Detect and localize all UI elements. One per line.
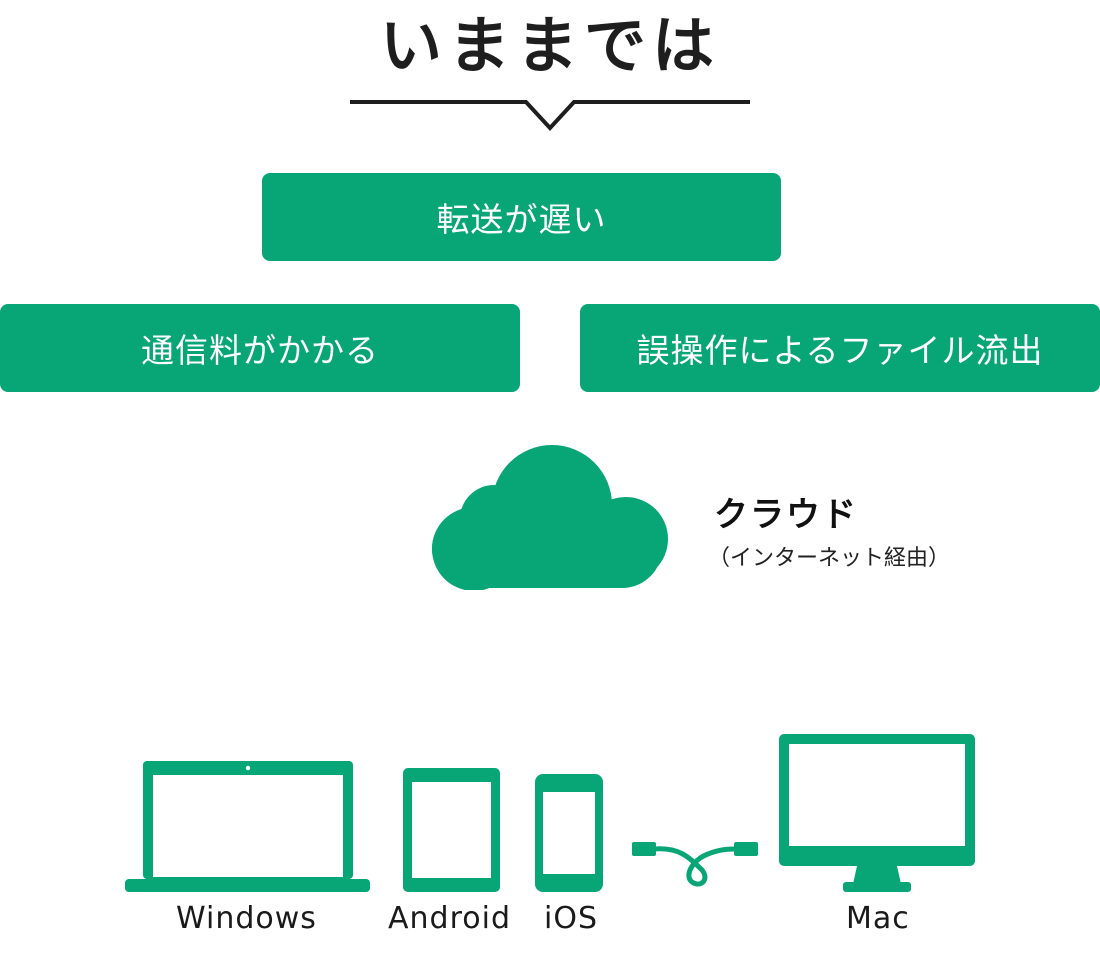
smartphone-icon [535, 774, 603, 892]
device-label-android: Android [388, 901, 511, 936]
cloud-title: クラウド [714, 495, 858, 535]
cloud-icon [432, 445, 668, 590]
cloud-subtitle: （インターネット経由） [708, 546, 951, 571]
heading-divider [350, 100, 750, 131]
laptop-icon [125, 761, 370, 892]
heading: いままでは [379, 9, 720, 82]
issue-slow-transfer: 転送が遅い [262, 173, 781, 261]
issue-file-leak: 誤操作によるファイル流出 [580, 304, 1100, 392]
tablet-icon [403, 768, 500, 892]
device-label-windows: Windows [176, 901, 317, 936]
issue-data-charges: 通信料がかかる [0, 304, 520, 392]
usb-cable-icon [632, 842, 758, 887]
device-label-mac: Mac [846, 901, 910, 936]
device-label-ios: iOS [544, 901, 598, 936]
monitor-icon [779, 734, 975, 892]
